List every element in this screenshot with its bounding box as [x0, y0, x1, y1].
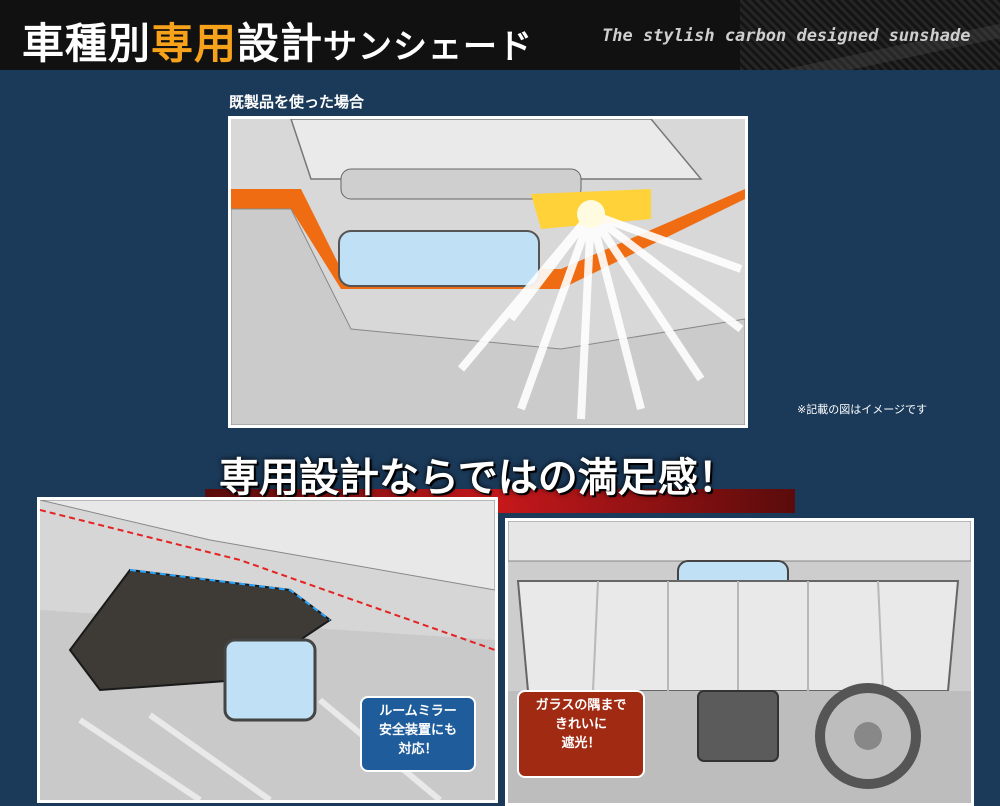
- before-label: 既製品を使った場合: [229, 93, 365, 111]
- mirror-badge-line1: ルームミラー: [379, 704, 457, 719]
- before-illustration-svg: [231, 119, 745, 425]
- glass-badge: ガラスの隅まで きれいに 遮光！: [517, 690, 645, 778]
- before-illustration: [228, 116, 748, 428]
- title-part3: サンシェード: [323, 27, 534, 67]
- title-accent: 専用: [151, 19, 238, 68]
- image-note: ※記載の図はイメージです: [797, 403, 927, 416]
- title-part2: 設計: [237, 19, 324, 68]
- banner-text: 専用設計ならではの満足感！: [219, 455, 738, 501]
- glass-badge-line2: きれいに: [554, 717, 607, 732]
- carbon-texture: [740, 0, 1000, 70]
- page-title: 車種別専用設計サンシェード: [22, 10, 533, 70]
- glass-badge-line3: 遮光！: [561, 736, 601, 751]
- header-subtitle: The stylish carbon designed sunshade: [602, 26, 971, 46]
- header-bar: 車種別専用設計サンシェード The stylish carbon designe…: [0, 0, 1000, 70]
- title-part1: 車種別: [22, 19, 152, 68]
- mirror-badge: ルームミラー 安全装置にも 対応！: [360, 696, 476, 772]
- mirror-badge-line3: 対応！: [398, 742, 438, 757]
- glass-badge-line1: ガラスの隅まで: [535, 698, 627, 713]
- mirror-badge-line2: 安全装置にも: [378, 723, 457, 738]
